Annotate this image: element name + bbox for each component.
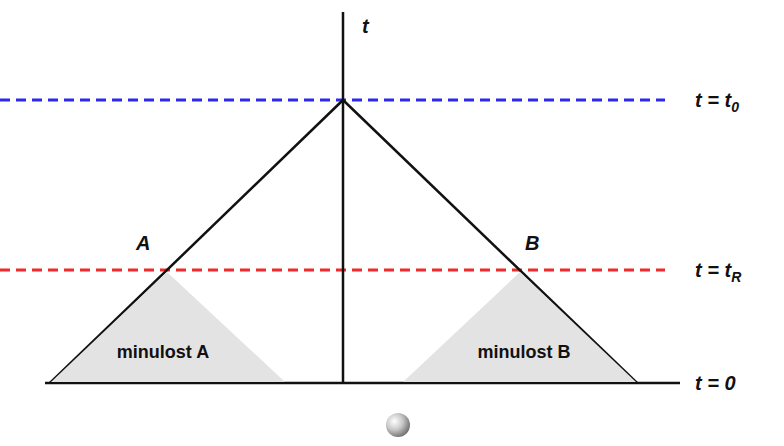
time-label: t = 0 <box>695 372 736 394</box>
time-label: t = t <box>695 259 731 281</box>
light-cone-right <box>343 100 637 383</box>
point-label-box: A <box>136 233 150 253</box>
t0-line <box>0 99 665 102</box>
time-label-box: t = t0 <box>695 90 739 110</box>
region-label: minulost A <box>117 342 209 363</box>
point-label: B <box>525 232 539 254</box>
region-label: minulost B <box>478 342 571 363</box>
past-fill <box>51 272 285 382</box>
point-label: A <box>136 232 150 254</box>
past-region: minulost A <box>51 272 285 382</box>
time-label-box: t = tR <box>695 260 741 280</box>
past-region: minulost B <box>403 272 636 382</box>
axis-label: t <box>362 15 369 37</box>
time-label-box: t = 0 <box>695 373 736 393</box>
point-label-box: B <box>525 233 539 253</box>
light-cone-left <box>50 100 343 383</box>
sphere-icon <box>386 413 410 437</box>
time-subscript: 0 <box>731 99 739 115</box>
past-triangle <box>403 272 636 382</box>
tr-line <box>0 269 665 272</box>
past-triangle <box>51 272 285 382</box>
time-axis <box>342 12 345 384</box>
axis-label-box: t <box>362 16 369 36</box>
past-fill <box>403 272 636 382</box>
t0-axis <box>45 382 680 385</box>
time-label: t = t <box>695 89 731 111</box>
time-subscript: R <box>731 269 741 285</box>
